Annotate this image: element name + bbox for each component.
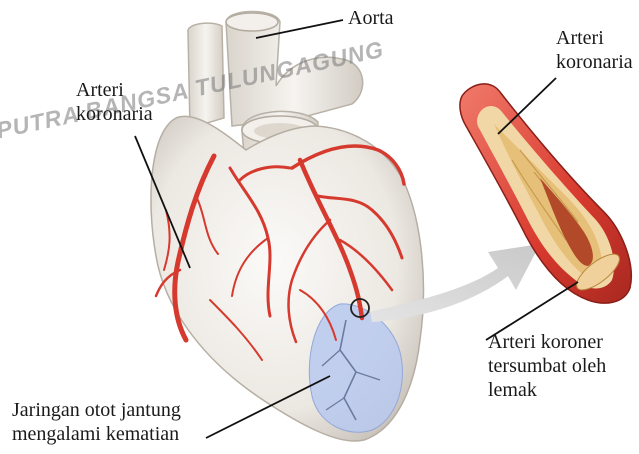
label-dead-tissue: Jaringan otot jantung mengalami kematian bbox=[12, 398, 181, 446]
label-line: Arteri bbox=[556, 26, 633, 50]
label-line: Arteri koroner bbox=[488, 330, 606, 354]
label-line: koronaria bbox=[556, 50, 633, 74]
label-line: Arteri bbox=[76, 78, 153, 102]
label-line: tersumbat oleh bbox=[488, 354, 606, 378]
label-blocked-artery: Arteri koroner tersumbat oleh lemak bbox=[488, 330, 606, 402]
label-aorta-text: Aorta bbox=[348, 6, 394, 30]
artery-cross-section bbox=[460, 84, 631, 303]
label-coronary-right: Arteri koronaria bbox=[556, 26, 633, 74]
label-line: mengalami kematian bbox=[12, 422, 181, 446]
label-line: koronaria bbox=[76, 102, 153, 126]
label-coronary-left: Arteri koronaria bbox=[76, 78, 153, 126]
label-line: lemak bbox=[488, 378, 606, 402]
label-line: Jaringan otot jantung bbox=[12, 398, 181, 422]
label-aorta: Aorta bbox=[348, 6, 394, 30]
